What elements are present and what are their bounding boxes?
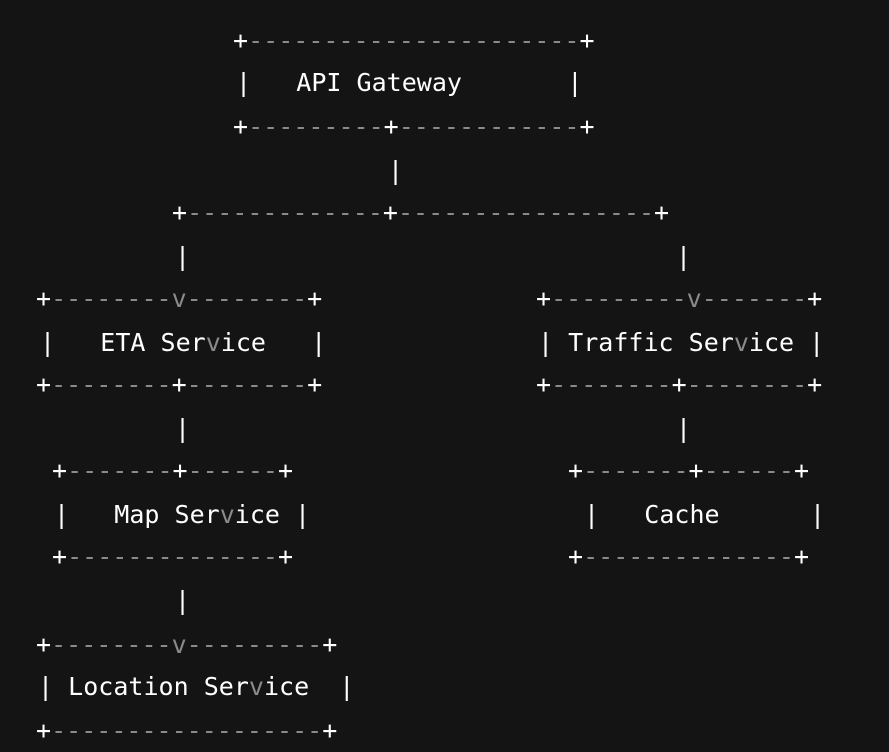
cache-box-row: | Cache | xyxy=(584,500,825,529)
connector-traffic-to-cache: | xyxy=(676,414,692,443)
cache-box-bottom: +--------------+ xyxy=(568,542,809,571)
cache-box-top: +-------+------+ xyxy=(568,456,809,485)
location-service-box-top: +--------v---------+ xyxy=(36,630,338,659)
eta-service-box-bottom: +--------+--------+ xyxy=(36,370,323,399)
connector-gateway-down: | xyxy=(388,156,404,185)
traffic-service-box-bottom: +--------+--------+ xyxy=(536,370,823,399)
traffic-service-box-top: +---------v-------+ xyxy=(536,284,823,313)
connector-left-down: | xyxy=(175,242,191,271)
location-service-box-row: | Location Service | xyxy=(38,672,355,701)
eta-service-box-row: | ETA Service | xyxy=(40,328,327,357)
branch-line: +-------------+-----------------+ xyxy=(172,198,670,227)
api-gateway-box-top: +----------------------+ xyxy=(233,26,595,55)
map-service-box-row: | Map Service | xyxy=(54,500,311,529)
connector-eta-to-map: | xyxy=(175,414,191,443)
location-service-box-bottom: +------------------+ xyxy=(36,716,338,745)
api-gateway-box-row: | API Gateway | xyxy=(236,68,583,97)
traffic-service-box-row: | Traffic Service | xyxy=(538,328,825,357)
api-gateway-box-bottom: +---------+------------+ xyxy=(233,112,595,141)
map-service-box-bottom: +--------------+ xyxy=(52,542,293,571)
eta-service-box-top: +--------v--------+ xyxy=(36,284,323,313)
connector-map-to-location: | xyxy=(175,586,191,615)
connector-right-down: | xyxy=(676,242,692,271)
map-service-box-top: +-------+------+ xyxy=(52,456,293,485)
